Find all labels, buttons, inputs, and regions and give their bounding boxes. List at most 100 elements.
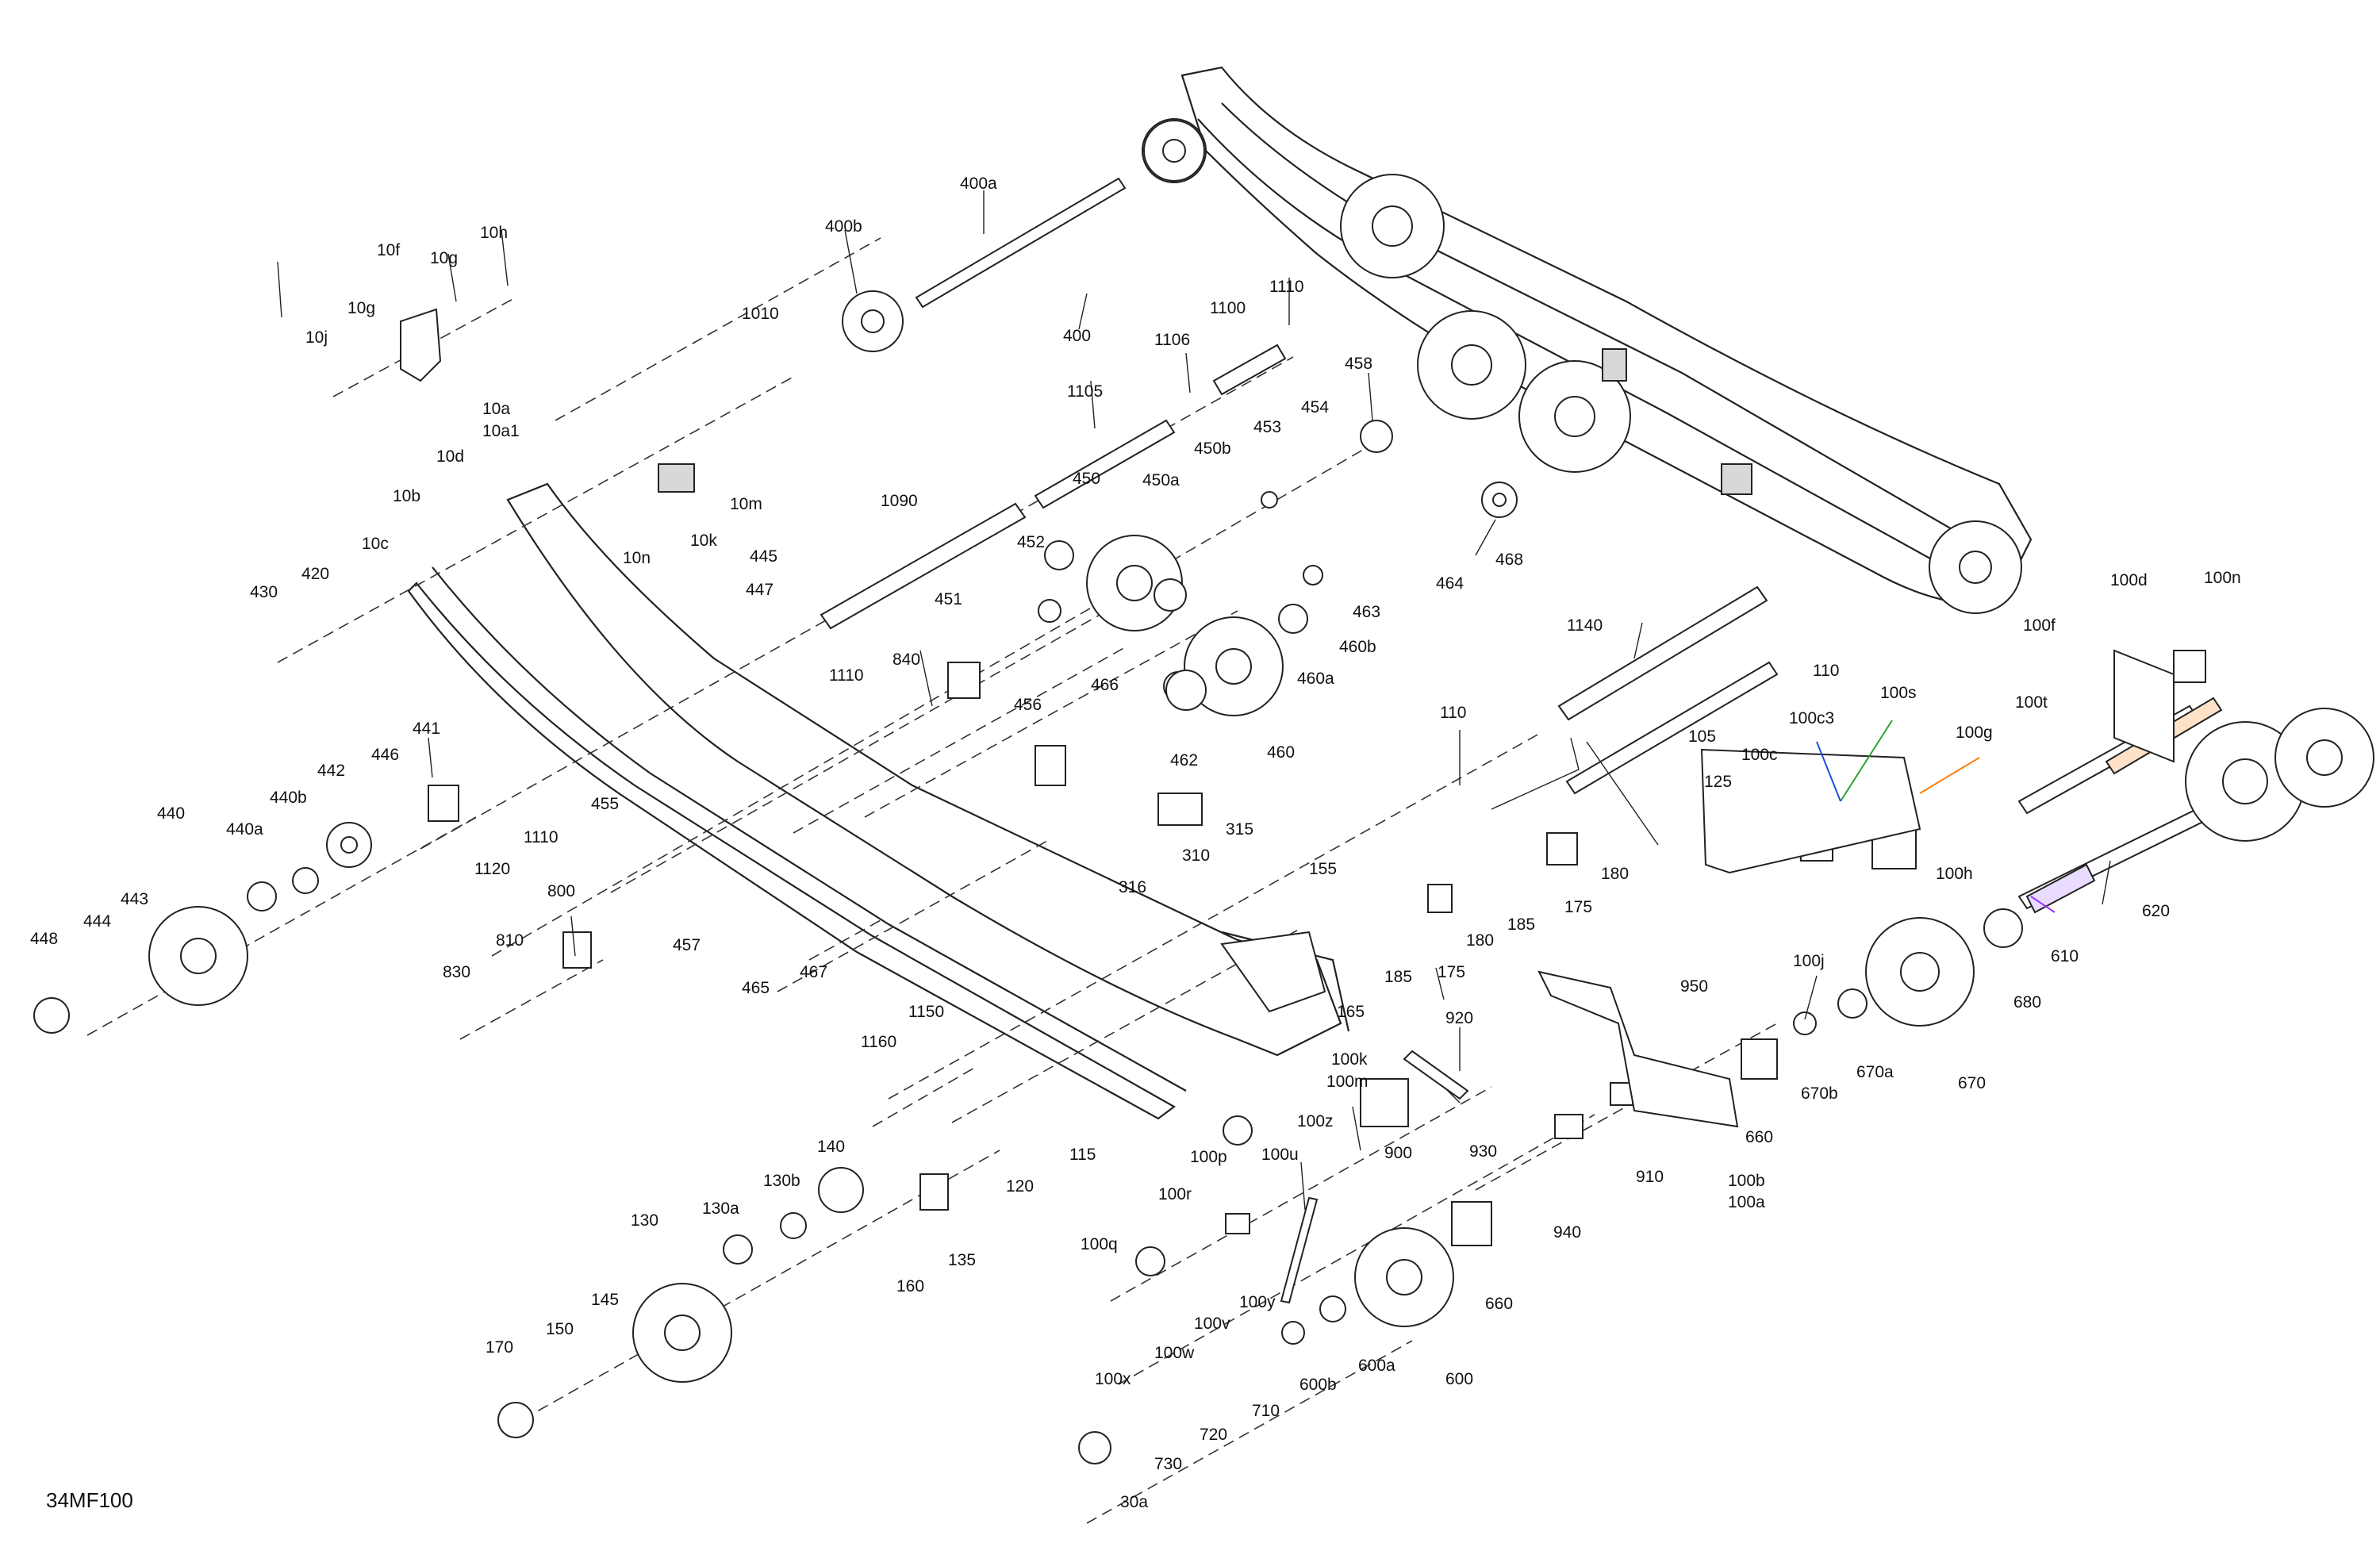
left-rail-assembly [407, 482, 1350, 1120]
part-label: 467 [800, 963, 827, 981]
part-label: 1105 [1067, 382, 1103, 401]
diagram-code: 34MF100 [46, 1488, 133, 1512]
part-label: 1150 [908, 1003, 944, 1021]
part-label: 930 [1469, 1142, 1497, 1161]
part-label: 130b [763, 1172, 800, 1190]
part-label: 452 [1017, 533, 1045, 551]
part-label: 460a [1297, 670, 1334, 688]
part-label: 100c3 [1789, 709, 1834, 727]
part-label: 150 [546, 1320, 574, 1338]
part-label: 400b [825, 217, 862, 236]
part-label: 910 [1636, 1168, 1664, 1186]
part-label: 450a [1142, 471, 1180, 489]
part-label: 100u [1261, 1146, 1299, 1164]
part-label: 440b [270, 789, 307, 807]
part-label: 442 [317, 762, 345, 780]
part-label: 600a [1358, 1357, 1395, 1375]
colored-callouts [1816, 720, 2056, 913]
shafts [820, 177, 2263, 1304]
part-label: 1160 [861, 1033, 896, 1051]
part-label: 100b [1728, 1172, 1765, 1190]
part-label: 441 [413, 720, 440, 738]
part-label: 135 [948, 1251, 976, 1269]
part-label: 1010 [742, 305, 779, 323]
part-label: 185 [1384, 968, 1412, 986]
part-label: 30a [1120, 1493, 1148, 1511]
part-label: 10b [393, 487, 420, 505]
part-label: 140 [817, 1138, 845, 1156]
part-label: 463 [1353, 603, 1380, 621]
part-label: 310 [1182, 846, 1210, 865]
part-label: 840 [892, 651, 920, 669]
part-label: 10a [482, 400, 510, 418]
part-label: 175 [1438, 963, 1465, 981]
part-label: 454 [1301, 398, 1329, 416]
part-label: 670a [1856, 1063, 1894, 1081]
part-label: 180 [1466, 931, 1494, 950]
part-label: 458 [1345, 355, 1372, 373]
label-leaders [277, 190, 2111, 1211]
part-label: 450b [1194, 439, 1231, 458]
part-label: 170 [486, 1338, 513, 1357]
part-label: 660 [1745, 1128, 1773, 1146]
part-label: 100w [1154, 1344, 1195, 1362]
part-label: 465 [742, 979, 770, 997]
part-label: 1106 [1154, 331, 1190, 349]
part-label: 464 [1436, 574, 1464, 593]
part-label: 440 [157, 804, 185, 823]
part-label: 800 [547, 882, 575, 900]
part-label: 730 [1154, 1455, 1182, 1473]
part-label: 610 [2051, 947, 2079, 965]
part-label: 10c [362, 535, 389, 553]
part-label: 950 [1680, 977, 1708, 996]
part-label: 100x [1095, 1370, 1131, 1388]
part-label: 125 [1704, 773, 1732, 791]
part-label: 10g [347, 299, 375, 317]
part-label: 100m [1326, 1073, 1368, 1091]
part-label: 145 [591, 1291, 619, 1309]
part-label: 100d [2110, 571, 2148, 589]
part-label: 160 [896, 1277, 924, 1295]
part-label: 175 [1564, 898, 1592, 916]
part-label: 100y [1239, 1293, 1276, 1311]
part-labels: 400a 400b 400 1010 10f 10g 10h 10g 10j 1… [30, 175, 2241, 1511]
part-label: 185 [1507, 915, 1535, 934]
part-label: 400 [1063, 327, 1091, 345]
part-label: 100c [1741, 746, 1778, 764]
part-label: 620 [2142, 902, 2170, 920]
part-label: 110 [1440, 704, 1466, 722]
part-label: 468 [1495, 551, 1523, 569]
part-label: 10n [623, 549, 651, 567]
part-label: 100k [1331, 1050, 1368, 1069]
part-label: 110 [1813, 662, 1839, 680]
assembly-lines [86, 237, 1778, 1524]
part-label: 10d [436, 447, 464, 466]
part-label: 446 [371, 746, 399, 764]
part-label: 448 [30, 930, 58, 948]
part-label: 466 [1091, 676, 1119, 694]
part-label: 670b [1801, 1084, 1838, 1103]
part-label: 447 [746, 581, 774, 599]
part-label: 670 [1958, 1074, 1986, 1092]
part-label: 660 [1485, 1295, 1513, 1313]
part-label: 100t [2015, 693, 2048, 712]
part-label: 600 [1445, 1370, 1473, 1388]
part-label: 100g [1956, 724, 1993, 742]
part-label: 316 [1119, 878, 1146, 896]
part-label: 180 [1601, 865, 1629, 883]
part-label: 100q [1081, 1235, 1118, 1253]
part-label: 10k [690, 532, 717, 550]
part-label: 940 [1553, 1223, 1581, 1242]
part-label: 1090 [881, 492, 918, 510]
part-label: 420 [301, 565, 329, 583]
right-rail-assembly [1142, 66, 2033, 614]
part-label: 1140 [1567, 616, 1603, 635]
part-label: 10f [377, 241, 400, 259]
part-label: 100r [1158, 1185, 1192, 1203]
part-label: 100z [1297, 1112, 1334, 1130]
part-label: 445 [750, 547, 777, 566]
part-label: 115 [1069, 1146, 1096, 1164]
part-label: 105 [1688, 727, 1716, 746]
part-label: 130a [702, 1199, 739, 1218]
